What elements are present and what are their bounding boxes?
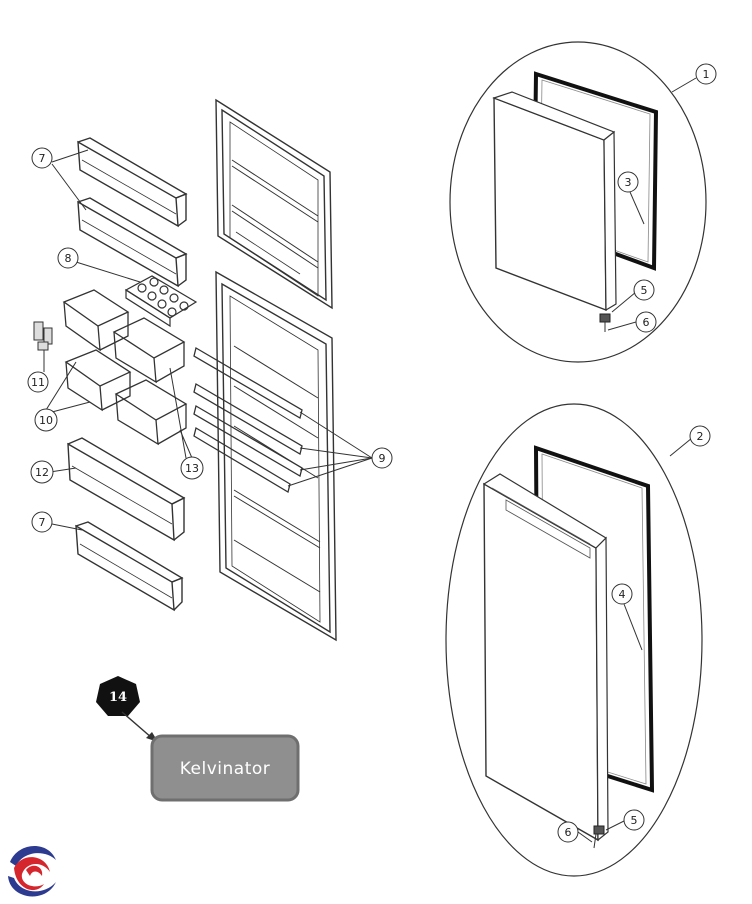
callout-6-bottom: 6 (557, 821, 579, 843)
upper-right-leaders (607, 77, 697, 331)
svg-text:12: 12 (35, 466, 49, 479)
svg-text:8: 8 (65, 252, 72, 265)
callout-9: 9 (371, 447, 393, 469)
callout-4: 4 (611, 583, 633, 605)
freezer-door-liner (215, 98, 333, 310)
svg-text:4: 4 (619, 588, 626, 601)
callout-6-top: 6 (635, 311, 657, 333)
callout-13: 13 (180, 456, 204, 480)
egg-tray (124, 275, 198, 328)
shelf-bars (193, 347, 303, 494)
svg-text:Kelvinator: Kelvinator (180, 759, 271, 779)
callout-5-top: 5 (633, 279, 655, 301)
hex-callout-14: 14 (96, 676, 140, 716)
arrow-to-badge (121, 711, 158, 742)
svg-text:9: 9 (379, 452, 386, 465)
svg-text:3: 3 (625, 176, 632, 189)
svg-text:13: 13 (185, 462, 199, 475)
callout-7-bottom: 7 (31, 511, 53, 533)
callout-10: 10 (34, 408, 58, 432)
hinge-parts (33, 321, 53, 351)
callout-3: 3 (617, 171, 639, 193)
callout-11: 11 (27, 371, 49, 393)
callout-2: 2 (689, 425, 711, 447)
svg-text:6: 6 (565, 826, 572, 839)
svg-text:10: 10 (39, 414, 53, 427)
door-bins (67, 137, 188, 612)
lower-right-leaders (577, 437, 693, 843)
svg-text:7: 7 (39, 516, 46, 529)
callout-8: 8 (57, 247, 79, 269)
svg-text:14: 14 (109, 690, 127, 705)
swirl-logo-icon (6, 845, 58, 898)
svg-text:6: 6 (643, 316, 650, 329)
small-bins (62, 289, 188, 446)
callout-7-top: 7 (31, 147, 53, 169)
callout-5-bottom: 5 (623, 809, 645, 831)
svg-text:7: 7 (39, 152, 46, 165)
callout-1: 1 (695, 63, 717, 85)
freezer-door-detail (449, 41, 707, 363)
svg-text:1: 1 (703, 68, 710, 81)
svg-text:5: 5 (631, 814, 638, 827)
svg-text:5: 5 (641, 284, 648, 297)
svg-text:11: 11 (31, 376, 45, 389)
fresh-food-door-detail (445, 403, 703, 877)
leader-lines (43, 149, 373, 531)
brand-badge: Kelvinator (150, 734, 300, 802)
svg-text:2: 2 (697, 430, 704, 443)
fresh-food-door-liner (215, 270, 337, 642)
callout-12: 12 (30, 460, 54, 484)
